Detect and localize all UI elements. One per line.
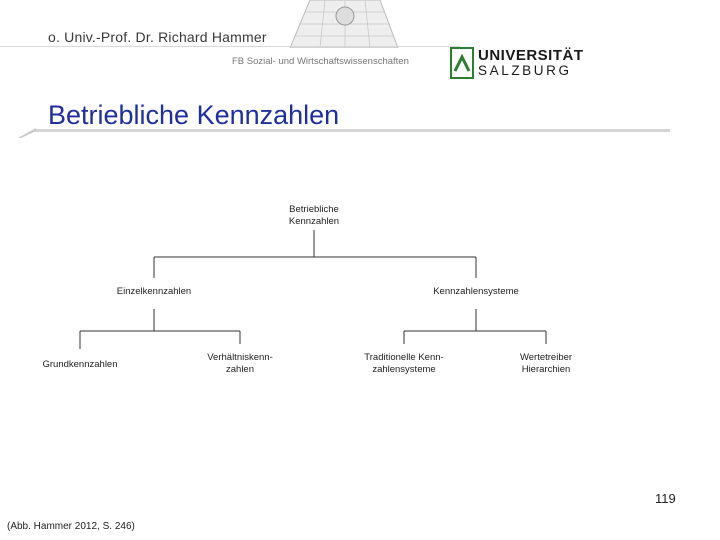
university-city: SALZBURG [478, 63, 572, 78]
node-wertetreiber-line2: Hierarchien [521, 364, 571, 375]
node-grundkennzahlen: Grundkennzahlen [42, 359, 118, 370]
node-verhaeltnis-line1: Verhältniskenn- [207, 352, 273, 363]
university-name: UNIVERSITÄT [478, 47, 584, 64]
node-einzelkennzahlen: Einzelkennzahlen [116, 286, 192, 297]
source-citation: (Abb. Hammer 2012, S. 246) [7, 521, 135, 532]
page-title: Betriebliche Kennzahlen [48, 100, 340, 130]
node-verhaeltnis-line2: zahlen [226, 364, 254, 375]
node-kennzahlensysteme: Kennzahlensysteme [433, 286, 519, 297]
title-underline [35, 129, 670, 132]
faculty-name: FB Sozial- und Wirtschaftswissenschaften [232, 56, 409, 67]
node-root: Betriebliche Kennzahlen [274, 204, 354, 228]
node-root-line1: Betriebliche [289, 204, 339, 215]
node-traditionelle-kennzahlensysteme: Traditionelle Kenn- zahlensysteme [349, 352, 459, 376]
page-number: 119 [655, 491, 676, 506]
node-wertetreiber-hierarchien: Wertetreiber Hierarchien [491, 352, 601, 376]
university-logo-icon [450, 47, 474, 79]
node-traditionelle-line1: Traditionelle Kenn- [364, 352, 444, 363]
clock-tower-image [289, 0, 399, 48]
node-verhaeltniskennzahlen: Verhältniskenn- zahlen [190, 352, 290, 376]
author-name: o. Univ.-Prof. Dr. Richard Hammer [48, 29, 267, 45]
corner-decoration [18, 128, 36, 138]
node-root-line2: Kennzahlen [288, 216, 340, 227]
header-divider [0, 46, 460, 47]
node-traditionelle-line2: zahlensysteme [372, 364, 436, 375]
node-wertetreiber-line1: Wertetreiber [519, 352, 573, 363]
